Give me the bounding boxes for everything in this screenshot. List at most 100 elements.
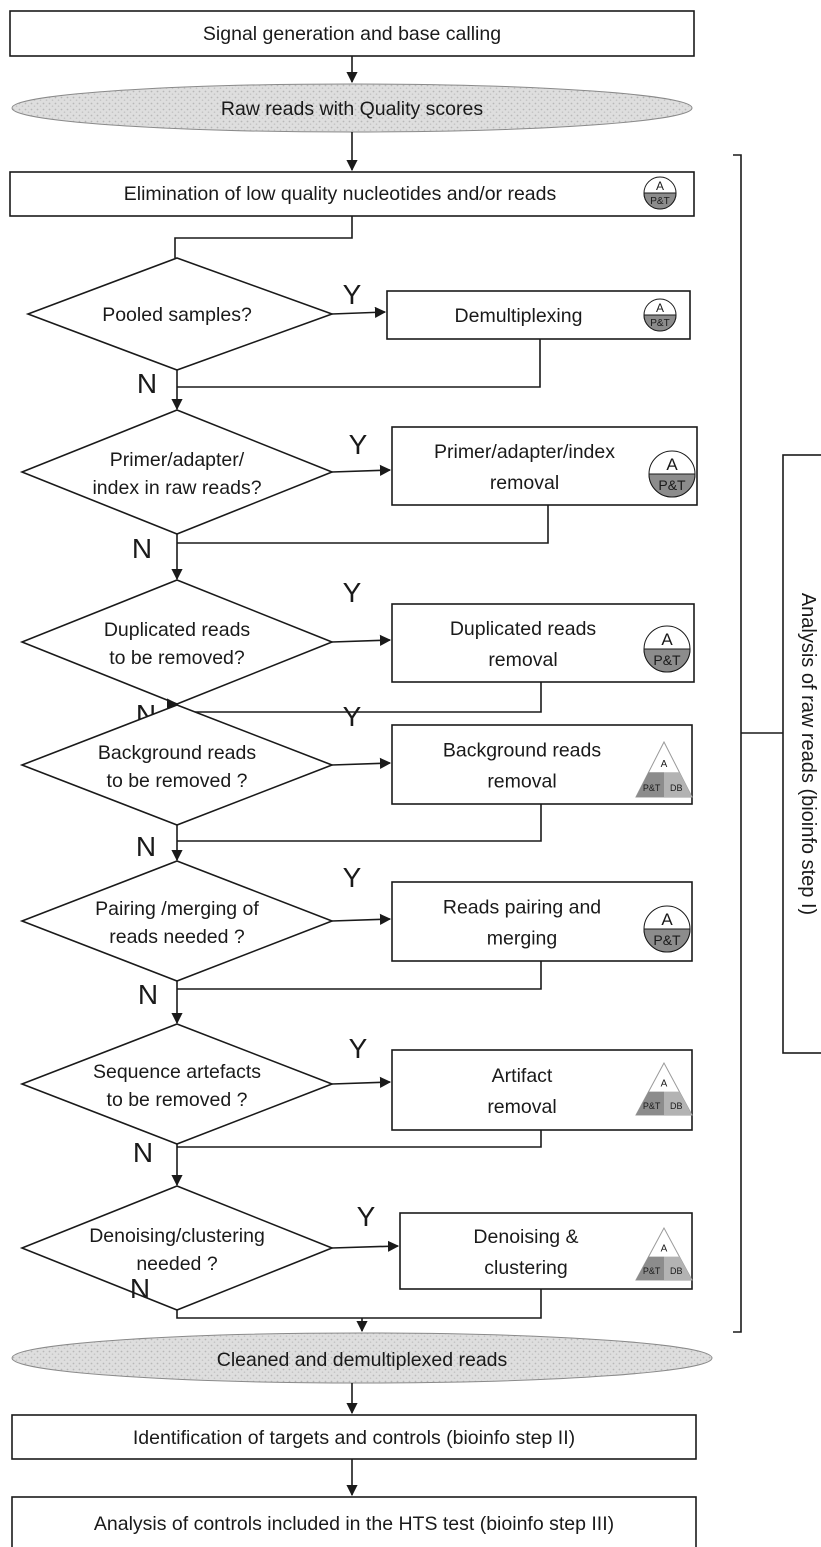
decision-question: to be removed ? bbox=[107, 770, 248, 792]
elimination-label: Elimination of low quality nucleotides a… bbox=[124, 183, 557, 205]
badge-bottom-label: P&T bbox=[650, 318, 669, 329]
elimination-box: Elimination of low quality nucleotides a… bbox=[9, 171, 695, 217]
yes-arrow bbox=[331, 306, 387, 318]
action-label: Artifact bbox=[492, 1065, 553, 1087]
decision-question: index in raw reads? bbox=[92, 477, 261, 499]
merge-line bbox=[177, 682, 542, 713]
cleaned-reads-ellipse: Cleaned and demultiplexed reads bbox=[11, 1332, 713, 1384]
yes-arrow bbox=[331, 1076, 392, 1088]
bracket-label: Analysis of raw reads (bioinfo step I) bbox=[797, 593, 819, 915]
yes-label: Y bbox=[343, 862, 362, 893]
badge-pt-label: P&T bbox=[643, 783, 661, 793]
decision-diamond bbox=[19, 579, 335, 705]
merge-line bbox=[177, 1130, 542, 1148]
action-label: Primer/adapter/index bbox=[434, 441, 615, 463]
connector-line bbox=[174, 216, 353, 258]
cleaned-reads-label: Cleaned and demultiplexed reads bbox=[217, 1349, 508, 1371]
action-label: Background reads bbox=[443, 740, 602, 762]
decision-question: Sequence artefacts bbox=[93, 1061, 261, 1083]
tool-badge-icon: A P&T bbox=[643, 176, 677, 210]
identification-label: Identification of targets and controls (… bbox=[133, 1427, 575, 1449]
action-box bbox=[391, 603, 695, 683]
action-label: Demultiplexing bbox=[455, 305, 583, 327]
action-label: clustering bbox=[484, 1257, 567, 1279]
yes-label: Y bbox=[343, 577, 362, 608]
decision-row: Pooled samples? Y Demultiplexing AP&T N bbox=[25, 257, 691, 411]
action-label: removal bbox=[487, 1096, 556, 1118]
analysis-tool-badge-icon: AP&T bbox=[643, 625, 691, 673]
action-box bbox=[391, 881, 693, 962]
database-tool-badge-icon: A P&T DB bbox=[635, 740, 693, 798]
decision-question: Duplicated reads bbox=[104, 619, 251, 641]
badge-top-label: A bbox=[656, 179, 664, 193]
merge-line bbox=[177, 339, 541, 388]
decision-question: Denoising/clustering bbox=[89, 1225, 265, 1247]
badge-top-label: A bbox=[661, 910, 673, 929]
decision-question: Pooled samples? bbox=[102, 304, 252, 326]
decision-diamond bbox=[19, 1023, 335, 1145]
decision-diamond bbox=[19, 1185, 335, 1311]
step-bracket bbox=[733, 154, 742, 1333]
no-label: N bbox=[138, 979, 158, 1010]
badge-bottom-label: P&T bbox=[658, 477, 686, 493]
badge-top-label: A bbox=[666, 455, 678, 474]
raw-reads-ellipse: Raw reads with Quality scores bbox=[11, 83, 693, 133]
analysis-controls-box: Analysis of controls included in the HTS… bbox=[11, 1496, 697, 1547]
analysis-tool-badge-icon: A P&T bbox=[643, 176, 677, 210]
badge-bottom-label: P&T bbox=[650, 196, 669, 207]
action-label: Reads pairing and bbox=[443, 897, 601, 919]
identification-box: Identification of targets and controls (… bbox=[11, 1414, 697, 1460]
badge-db-label: DB bbox=[670, 1101, 683, 1111]
action-box bbox=[391, 1049, 693, 1131]
badge-top-label: A bbox=[661, 759, 668, 770]
yes-arrow bbox=[331, 1240, 400, 1252]
yes-label: Y bbox=[343, 279, 362, 310]
yes-arrow bbox=[331, 913, 392, 925]
no-label: N bbox=[136, 831, 156, 862]
analysis-tool-badge-icon: A P&T bbox=[643, 905, 691, 953]
decision-question: Pairing /merging of bbox=[95, 898, 259, 920]
merge-line bbox=[177, 804, 542, 842]
badge-db-label: DB bbox=[670, 783, 683, 793]
analysis-tool-badge-icon: AP&T bbox=[643, 298, 677, 332]
badge-bottom-label: P&T bbox=[653, 932, 681, 948]
action-label: removal bbox=[488, 649, 557, 671]
database-tool-badge-icon: A P&T DB bbox=[635, 1226, 693, 1281]
merge-line bbox=[176, 1289, 542, 1319]
decision-diamond bbox=[19, 409, 335, 535]
yes-arrow bbox=[331, 634, 392, 646]
analysis-tool-badge-icon: A P&T bbox=[648, 450, 696, 498]
analysis-controls-label: Analysis of controls included in the HTS… bbox=[94, 1513, 614, 1535]
yes-label: Y bbox=[349, 429, 368, 460]
decision-question: to be removed? bbox=[109, 647, 245, 669]
bracket-label-box: Analysis of raw reads (bioinfo step I) bbox=[782, 454, 821, 1054]
badge-top-label: A bbox=[661, 1243, 668, 1254]
decision-diamond bbox=[19, 704, 335, 826]
badge-db-label: DB bbox=[670, 1266, 683, 1276]
decision-question: to be removed ? bbox=[107, 1089, 248, 1111]
badge-top-label: A bbox=[661, 630, 673, 649]
signal-generation-label: Signal generation and base calling bbox=[203, 23, 501, 45]
action-label: merging bbox=[487, 928, 557, 950]
no-label: N bbox=[132, 533, 152, 564]
badge-pt-label: P&T bbox=[643, 1101, 661, 1111]
signal-generation-box: Signal generation and base calling bbox=[9, 10, 695, 57]
no-label: N bbox=[133, 1137, 153, 1168]
badge-top-label: A bbox=[661, 1078, 668, 1089]
no-label: N bbox=[137, 368, 157, 399]
yes-label: Y bbox=[343, 701, 362, 732]
yes-label: Y bbox=[357, 1201, 376, 1232]
action-box bbox=[386, 290, 691, 340]
yes-arrow bbox=[331, 757, 392, 769]
raw-reads-label: Raw reads with Quality scores bbox=[221, 98, 484, 120]
badge-pt-label: P&T bbox=[643, 1266, 661, 1276]
action-label: Denoising & bbox=[473, 1226, 578, 1248]
